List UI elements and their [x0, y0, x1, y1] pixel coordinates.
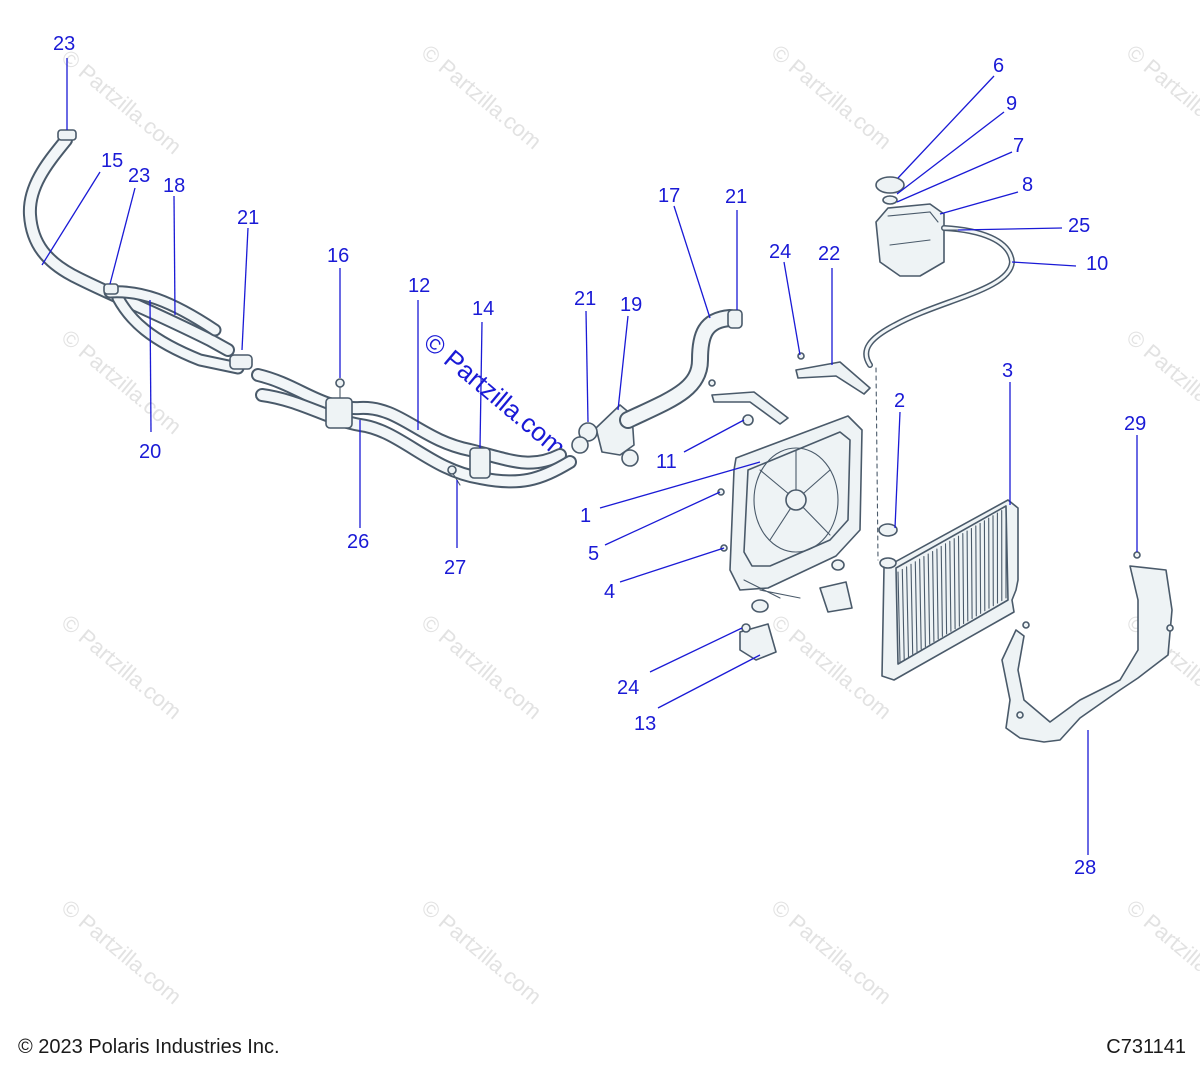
hose-bracket-26 [325, 397, 353, 429]
watermark: © Partzilla.com [1122, 895, 1200, 1009]
hose-bracket-14 [469, 447, 491, 479]
callout-6: 6 [993, 55, 1004, 77]
watermark: © Partzilla.com [417, 895, 547, 1009]
watermark: © Partzilla.com [767, 40, 897, 154]
clamp-21-left [229, 354, 253, 370]
callout-numbers: 23 15 23 18 20 21 16 12 14 26 27 21 19 1… [53, 33, 1146, 879]
callout-9: 9 [1006, 93, 1017, 115]
callout-8: 8 [1022, 174, 1033, 196]
callout-28: 28 [1074, 857, 1096, 879]
watermark: © Partzilla.com [417, 40, 547, 154]
clamp-21-right [727, 309, 743, 329]
callout-25: 25 [1068, 215, 1090, 237]
mounting-brackets [708, 352, 871, 426]
clamp-23-top [57, 129, 77, 141]
callout-13: 13 [634, 713, 656, 735]
callout-27: 27 [444, 557, 466, 579]
callout-15: 15 [101, 150, 123, 172]
diagram-id: C731141 [1106, 1036, 1186, 1058]
watermark: © Partzilla.com [1122, 40, 1200, 154]
callout-26: 26 [347, 531, 369, 553]
fan-shroud-assembly [717, 415, 863, 599]
callout-18: 18 [163, 175, 185, 197]
watermark: © Partzilla.com [57, 45, 187, 159]
coolant-reservoir [863, 176, 1015, 561]
radiator [878, 499, 1019, 681]
callout-11: 11 [656, 451, 677, 473]
callout-16: 16 [327, 245, 349, 267]
leader-lines [41, 58, 1138, 855]
callout-2: 2 [894, 390, 905, 412]
callout-4: 4 [604, 581, 615, 603]
callout-24: 24 [769, 241, 791, 263]
watermark: © Partzilla.com [767, 610, 897, 724]
callout-21: 21 [725, 186, 747, 208]
watermark: © Partzilla.com [417, 610, 547, 724]
watermark: © Partzilla.com [57, 895, 187, 1009]
reservoir-cap-6 [875, 176, 905, 194]
callout-5: 5 [588, 543, 599, 565]
callout-20: 20 [139, 441, 161, 463]
callout-1: 1 [580, 505, 591, 527]
callout-21: 21 [237, 207, 259, 229]
clamp-23-mid [103, 283, 119, 295]
air-deflector [1001, 551, 1174, 743]
watermark: © Partzilla.com [767, 895, 897, 1009]
callout-17: 17 [658, 185, 680, 207]
callout-23: 23 [53, 33, 75, 55]
callout-22: 22 [818, 243, 840, 265]
callout-3: 3 [1002, 360, 1013, 382]
callout-29: 29 [1124, 413, 1146, 435]
hose-assembly [22, 129, 743, 489]
copyright-notice: © 2023 Polaris Industries Inc. [18, 1036, 280, 1058]
callout-24: 24 [617, 677, 639, 699]
fan-hub [785, 489, 807, 511]
radiator-mounts [739, 559, 853, 661]
callout-19: 19 [620, 294, 642, 316]
callout-7: 7 [1013, 135, 1024, 157]
callout-10: 10 [1086, 253, 1108, 275]
watermark: © Partzilla.com [57, 610, 187, 724]
callout-14: 14 [472, 298, 494, 320]
callout-21: 21 [574, 288, 596, 310]
callout-12: 12 [408, 275, 430, 297]
callout-23: 23 [128, 165, 150, 187]
clamp-21-mid [578, 422, 598, 442]
